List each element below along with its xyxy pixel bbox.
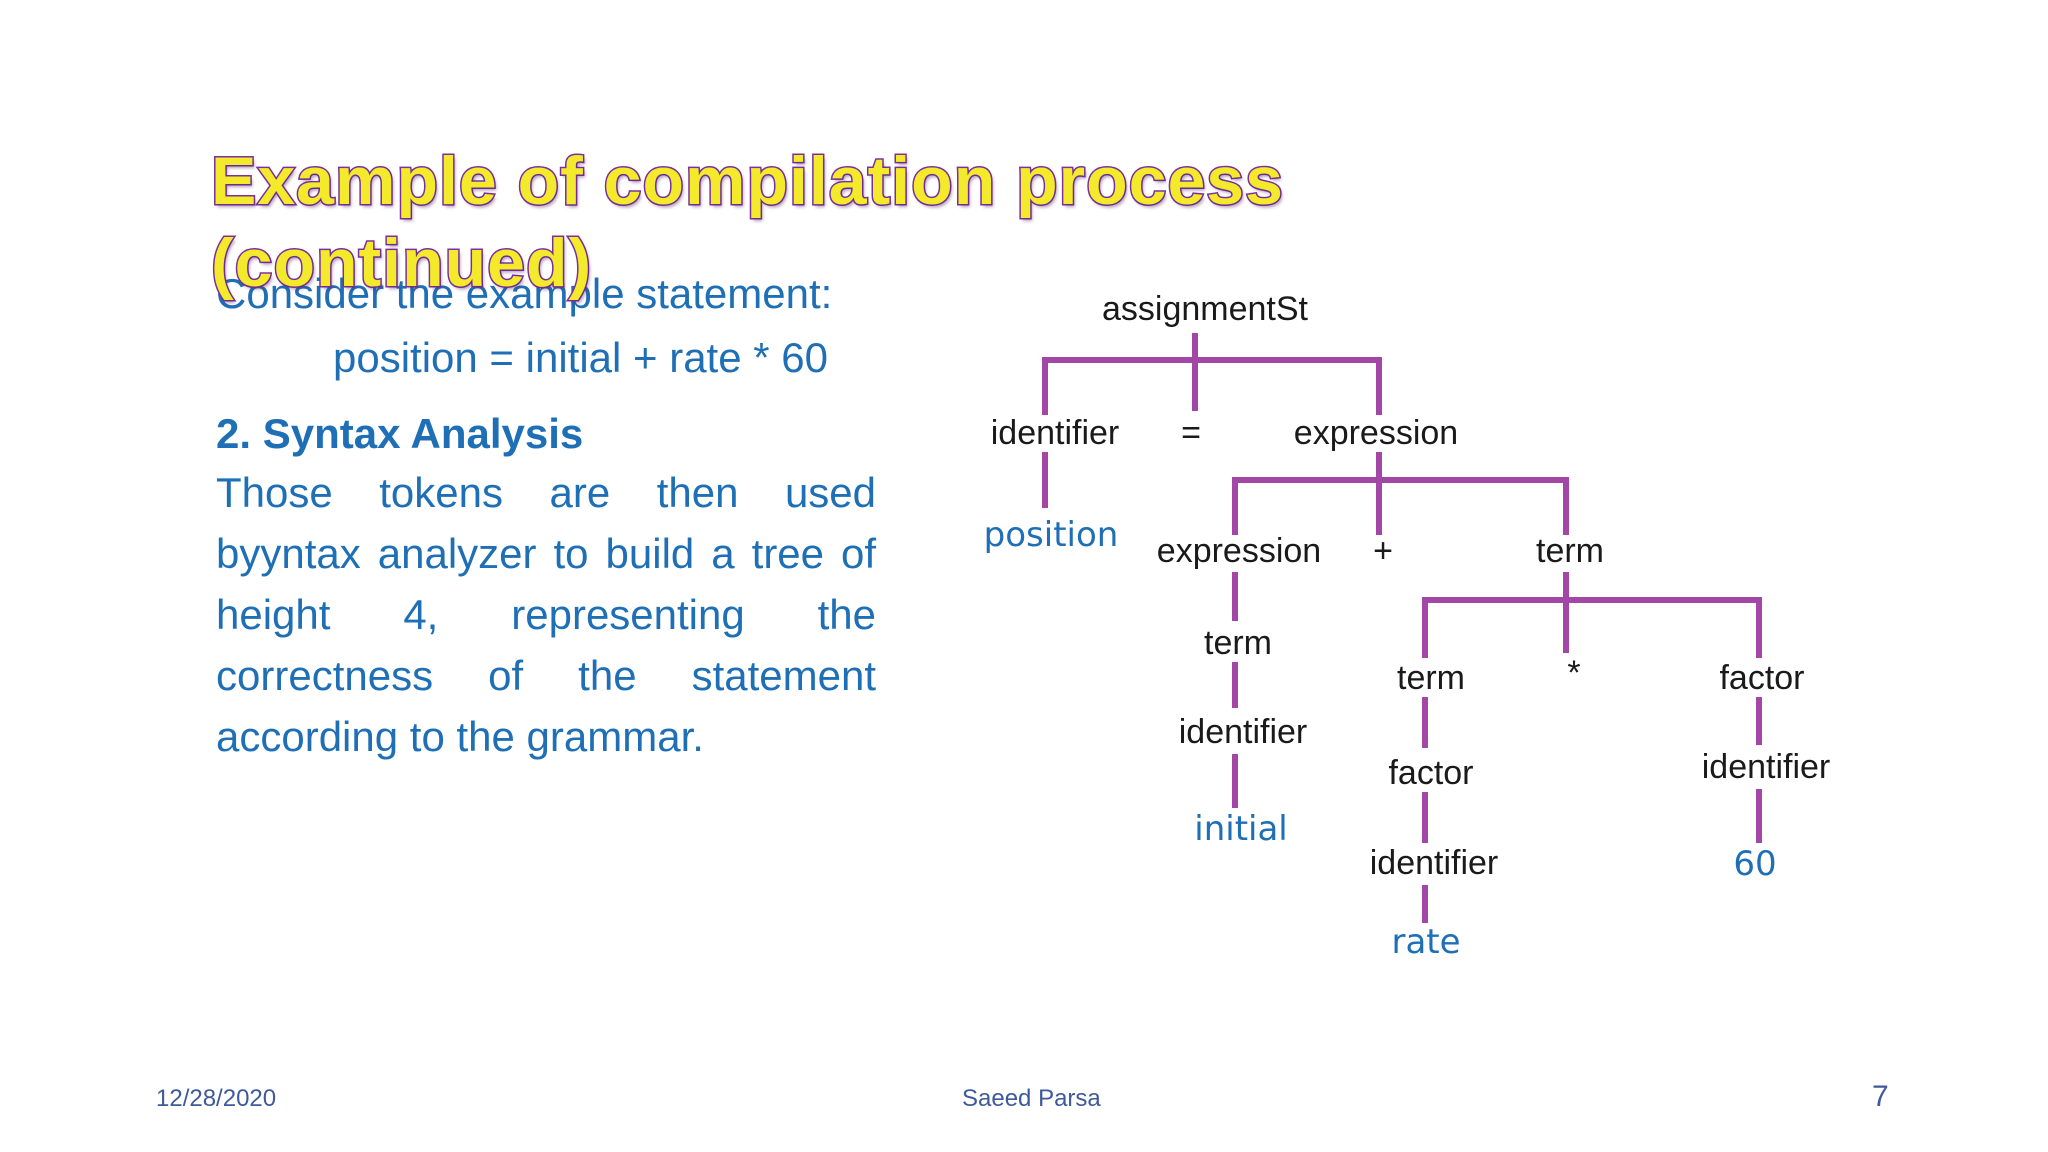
tree-leaf-rate: rate [1391,922,1460,962]
tree-node-assignmentst: assignmentSt [1102,290,1309,328]
page-number: 7 [1872,1080,1889,1113]
word: to [553,530,589,577]
tree-node-expression: expression [1294,414,1458,452]
tree-leaf-60: 60 [1733,844,1776,884]
word: Those [216,469,333,516]
word: 4, [403,591,439,638]
section-heading: 2. Syntax Analysis [216,410,584,457]
word: of [488,652,524,699]
word: representing [511,591,745,638]
tree-node-star: * [1567,654,1580,692]
word: used [784,469,877,516]
tree-node-factor: factor [1719,659,1804,697]
tree-node-term: term [1536,532,1604,570]
tree-leaf-initial: initial [1194,809,1288,849]
statement-label: Consider the example statement: [216,270,833,317]
title-line-2: (continued) [210,224,593,303]
tree-node-identifier: identifier [991,414,1120,452]
word: correctness [216,652,434,699]
title-line-1: Example of compilation process [210,142,1285,221]
word: analyzer [377,530,537,577]
footer-date: 12/28/2020 [156,1085,277,1112]
word: the [817,591,877,638]
body-line-3: height 4, representing the [216,584,876,645]
tree-leaf-position: position [984,515,1119,555]
tree-node-factor: factor [1388,754,1473,792]
tree-node-equals: = [1181,414,1201,452]
body-line-4: correctness of the statement [216,645,876,706]
body-line-1: Those tokens are then used [216,462,876,523]
tree-node-term: term [1397,659,1465,697]
tree-node-identifier: identifier [1179,713,1308,751]
body-paragraph: Those tokens are then used byyntax analy… [216,462,876,767]
tree-node-term: term [1204,624,1272,662]
word: of [841,530,877,577]
word: tree [751,530,825,577]
tree-edge [1232,477,1569,535]
tree-node-identifier: identifier [1370,844,1499,882]
tree-edges [1042,333,1762,923]
word: the [578,652,637,699]
word: tokens [379,469,503,516]
example-statement: position = initial + rate * 60 [333,334,828,381]
tree-node-identifier: identifier [1702,748,1831,786]
word: statement [691,652,877,699]
word: build [605,530,695,577]
body-line-5: according to the grammar. [216,713,704,760]
word: are [549,469,611,516]
word: height [216,591,331,638]
tree-edge [1422,597,1762,658]
tree-edge [1042,357,1382,415]
word: then [656,469,739,516]
slide-title: Example of compilation process (continue… [210,140,1411,304]
footer-author: Saeed Parsa [962,1085,1101,1112]
word: byyntax [216,530,361,577]
body-line-2: byyntax analyzer to build a tree of [216,523,876,584]
tree-node-plus: + [1373,532,1393,570]
word: a [711,530,735,577]
tree-node-expression-inner: expression [1157,532,1321,570]
